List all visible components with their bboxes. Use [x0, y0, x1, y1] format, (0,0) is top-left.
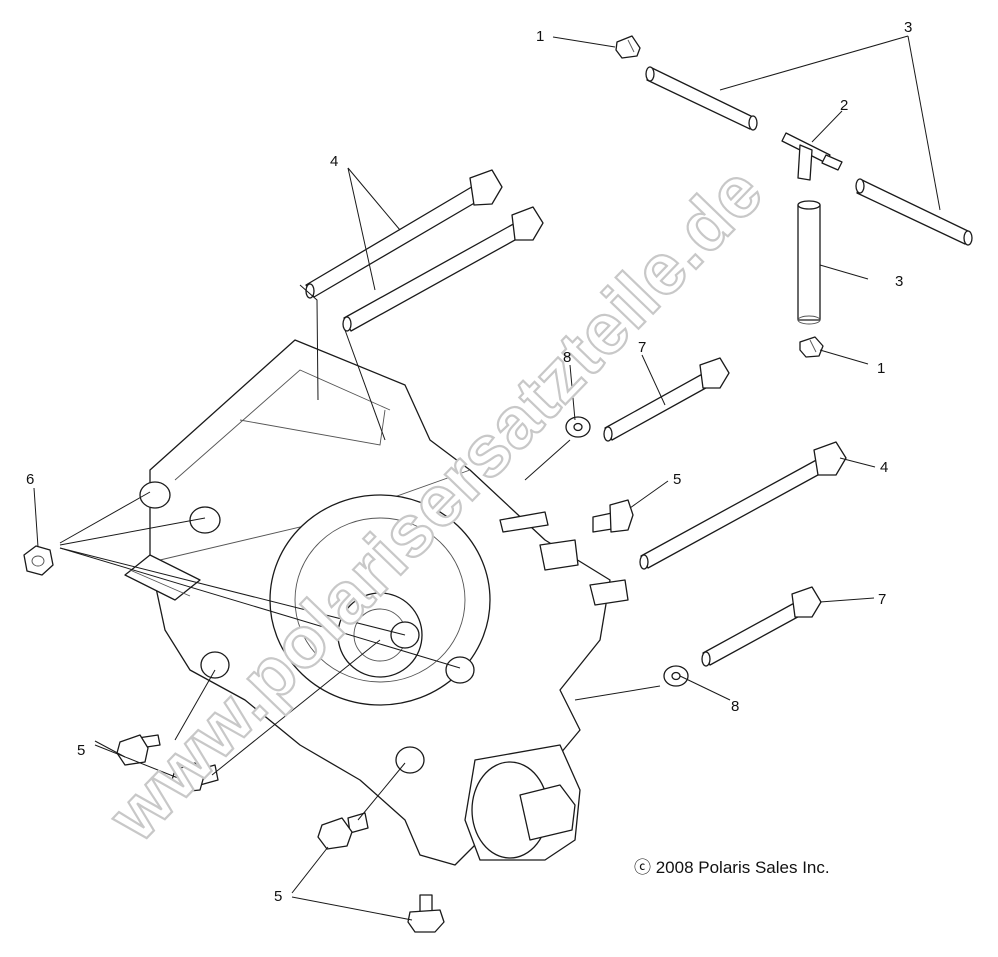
clamp-right — [799, 336, 824, 358]
hose-vertical — [797, 200, 821, 325]
callout-labels: 1 3 2 3 1 4 7 8 4 5 6 7 8 5 5 — [26, 19, 912, 905]
clamp-top — [615, 35, 641, 59]
callout-4-right: 4 — [880, 459, 888, 476]
hose-top — [645, 66, 758, 131]
bolt-long-left-lower — [342, 206, 544, 332]
bolt-medium-upper — [603, 357, 730, 442]
callout-8-bottom: 8 — [731, 698, 739, 715]
callout-5-mid: 5 — [673, 471, 681, 488]
short-bolt-bottom-lower — [407, 894, 445, 933]
copyright-notice: ⓒ 2008 Polaris Sales Inc. — [634, 858, 830, 877]
callout-3-right: 3 — [895, 273, 903, 290]
callout-1-right: 1 — [877, 360, 885, 377]
washer-upper — [565, 416, 591, 438]
callout-5-bottom: 5 — [274, 888, 282, 905]
callout-6: 6 — [26, 471, 34, 488]
callout-4-left: 4 — [330, 153, 338, 170]
short-bolt-mid — [592, 499, 634, 533]
callout-3-top: 3 — [904, 19, 912, 36]
callout-2: 2 — [840, 97, 848, 114]
tee-fitting — [781, 132, 843, 181]
callout-7-top: 7 — [638, 339, 646, 356]
callout-5-left: 5 — [77, 742, 85, 759]
hose-right — [855, 178, 973, 246]
callout-8-top: 8 — [563, 349, 571, 366]
bolt-long-right — [639, 441, 847, 570]
bolt-long-left-upper — [305, 169, 503, 299]
hex-nut — [23, 545, 54, 576]
short-bolt-bottom-upper — [317, 812, 369, 850]
callout-1-top: 1 — [536, 28, 544, 45]
bolt-medium-lower — [701, 586, 822, 667]
washer-lower — [663, 665, 689, 687]
leader-lines — [33, 35, 941, 921]
short-bolt-left-lower — [171, 762, 219, 793]
callout-7-right: 7 — [878, 591, 886, 608]
